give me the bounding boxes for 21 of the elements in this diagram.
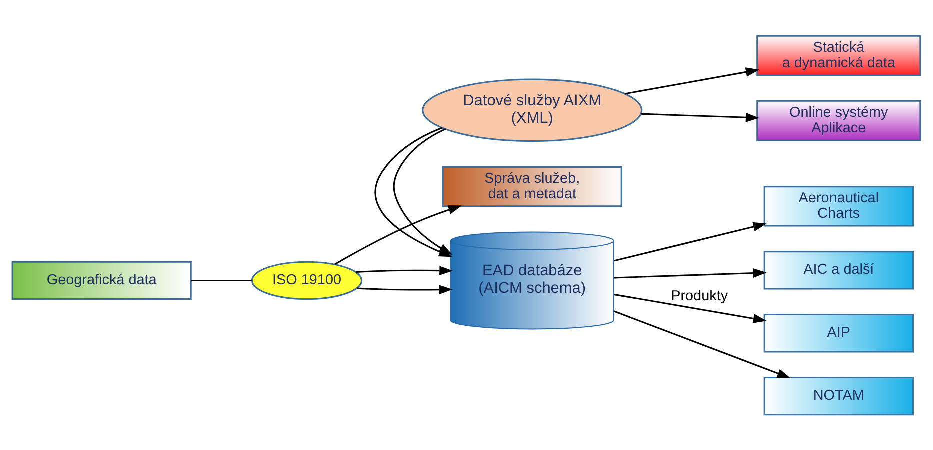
node-ellipse: ISO 19100 bbox=[251, 260, 363, 300]
node-box: AIP bbox=[764, 314, 914, 352]
node-box: AIC a další bbox=[764, 250, 914, 290]
arrow bbox=[614, 222, 767, 262]
node-box: NOTAM bbox=[764, 376, 914, 416]
connector bbox=[191, 279, 252, 281]
arrow bbox=[356, 266, 454, 275]
node-ellipse: Datové služby AIXM (XML) bbox=[422, 78, 643, 142]
arrow bbox=[356, 284, 453, 294]
arrow bbox=[614, 310, 791, 378]
node-box: Online systémy Aplikace bbox=[756, 100, 922, 141]
node-box: Geografická data bbox=[12, 260, 192, 300]
node-box: Statická a dynamická data bbox=[756, 34, 922, 76]
arrow bbox=[334, 205, 462, 265]
edge-label: Produkty bbox=[671, 288, 728, 304]
node-box: Aeronautical Charts bbox=[764, 186, 914, 226]
node-box: Správa služeb, dat a metadat bbox=[442, 166, 622, 207]
arrow bbox=[614, 293, 767, 323]
arrow bbox=[614, 268, 767, 278]
arrow bbox=[625, 67, 760, 94]
arrow bbox=[641, 112, 760, 122]
